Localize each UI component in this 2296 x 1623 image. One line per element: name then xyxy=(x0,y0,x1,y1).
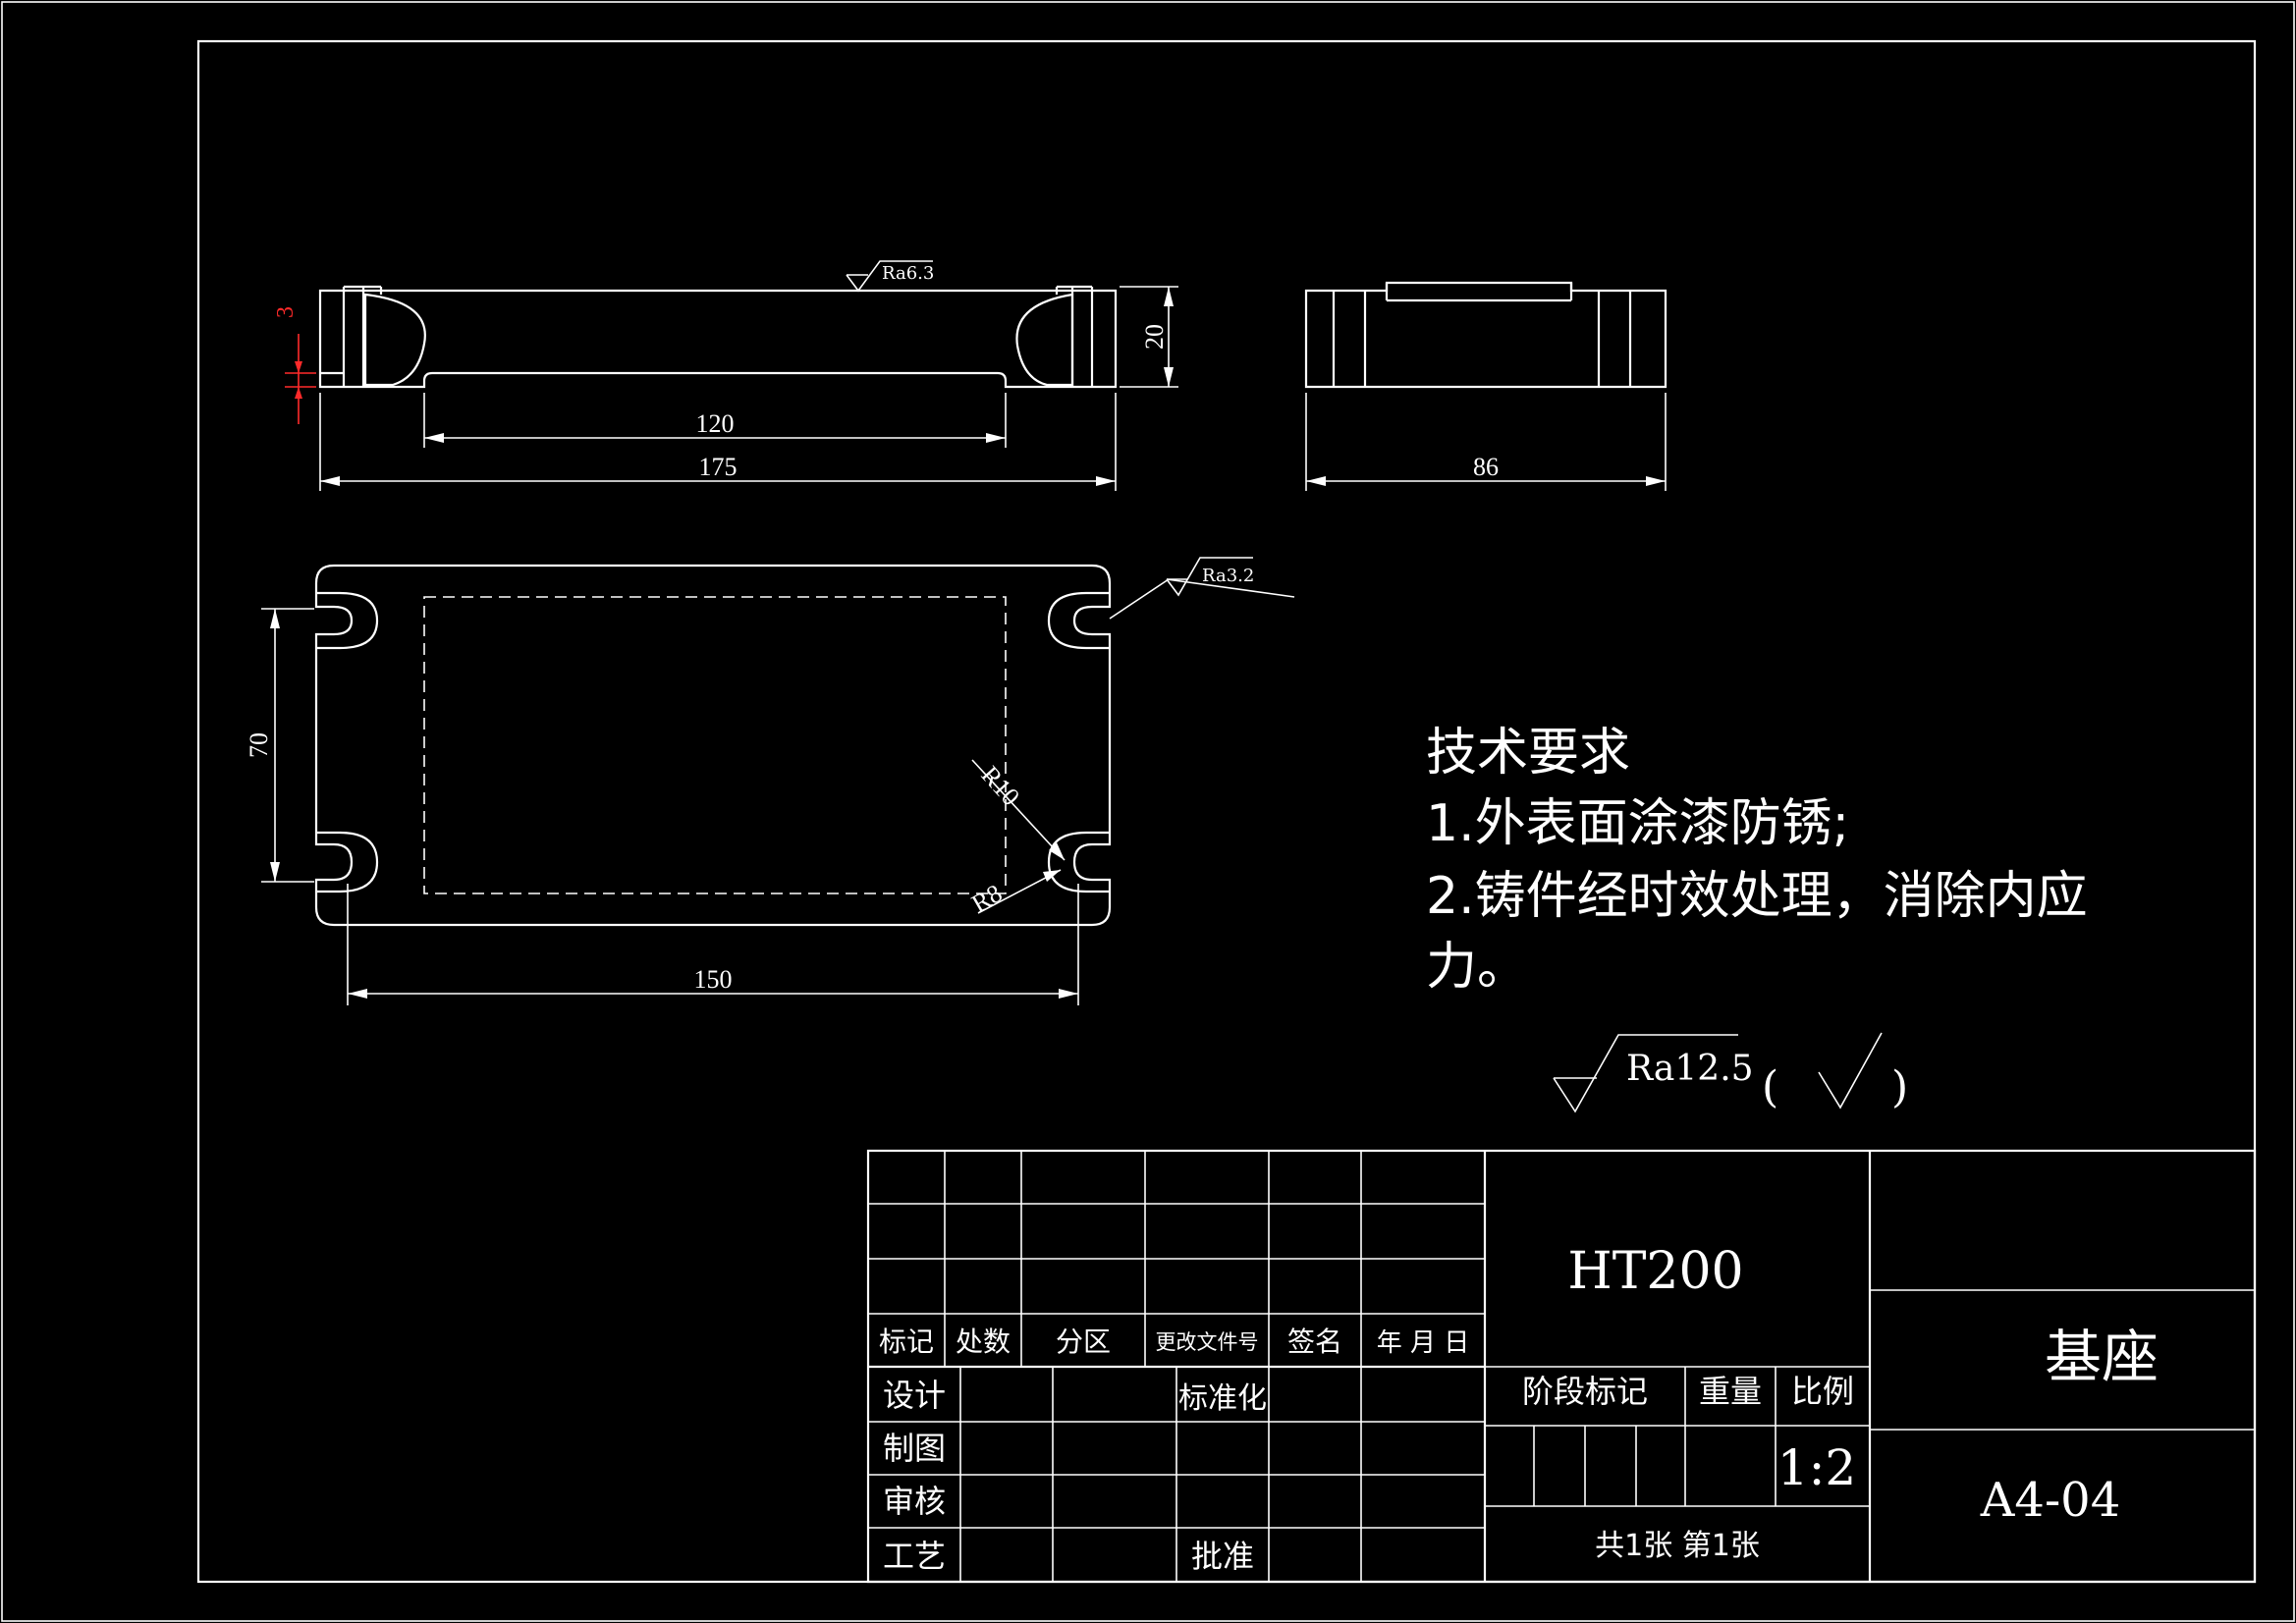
material: HT200 xyxy=(1567,1242,1743,1301)
hdr-change-doc: 更改文件号 xyxy=(1156,1330,1259,1354)
top-view: Ra3.2 R10 R8 70 150 xyxy=(245,557,1295,1005)
dim-70: 70 xyxy=(245,732,273,758)
tech-item-1: 1.外表面涂漆防锈; xyxy=(1426,794,1849,853)
role-standardization: 标准化 xyxy=(1178,1381,1267,1416)
hdr-signature: 签名 xyxy=(1287,1325,1342,1358)
sheet-count: 共1张 第1张 xyxy=(1595,1529,1760,1563)
front-roughness-label: Ra6.3 xyxy=(882,263,934,284)
dim-20: 20 xyxy=(1140,324,1169,350)
dim-3: 3 xyxy=(273,306,299,318)
title-block: 标记 处数 分区 更改文件号 签名 年 月 日 设计 制图 审核 工艺 标准化 … xyxy=(866,1149,2257,1584)
dim-86: 86 xyxy=(1473,453,1499,481)
dim-r10: R10 xyxy=(976,761,1026,812)
role-drafting: 制图 xyxy=(883,1430,946,1467)
dim-175: 175 xyxy=(699,453,738,481)
hdr-mark: 标记 xyxy=(879,1325,934,1358)
tech-title: 技术要求 xyxy=(1426,724,1630,783)
tech-item-2: 2.铸件经时效处理，消除内应 xyxy=(1426,867,2088,926)
drawing-number: A4-04 xyxy=(1980,1473,2121,1528)
role-approval: 批准 xyxy=(1191,1538,1254,1575)
role-design: 设计 xyxy=(883,1377,946,1414)
top-roughness-label: Ra3.2 xyxy=(1202,566,1254,586)
dim-150: 150 xyxy=(694,965,733,994)
front-view: Ra6.3 120 175 20 3 xyxy=(273,260,1178,491)
general-roughness-value: Ra12.5 xyxy=(1626,1049,1754,1089)
hdr-count: 处数 xyxy=(956,1325,1011,1358)
weight-label: 重量 xyxy=(1699,1373,1762,1410)
hdr-date: 年 月 日 xyxy=(1377,1328,1470,1358)
paren-close: ) xyxy=(1891,1062,1908,1112)
tech-item-2-cont: 力。 xyxy=(1426,938,1528,997)
scale-value: 1:2 xyxy=(1777,1439,1856,1496)
role-review: 审核 xyxy=(883,1483,946,1520)
dim-120: 120 xyxy=(696,409,735,438)
part-name: 基座 xyxy=(2045,1324,2159,1390)
stage-mark-label: 阶段标记 xyxy=(1522,1373,1648,1410)
paren-open: ( xyxy=(1762,1062,1778,1112)
dim-r8: R8 xyxy=(967,879,1008,918)
tech-requirements: 技术要求 1.外表面涂漆防锈; 2.铸件经时效处理，消除内应 力。 xyxy=(1426,724,2088,997)
general-roughness: Ra12.5 ( ) xyxy=(1553,1032,1908,1113)
side-view: 86 xyxy=(1304,281,1667,491)
role-process: 工艺 xyxy=(883,1538,946,1575)
scale-label: 比例 xyxy=(1791,1373,1854,1410)
check-roughness-icon xyxy=(1818,1032,1883,1109)
hdr-zone: 分区 xyxy=(1056,1325,1111,1358)
